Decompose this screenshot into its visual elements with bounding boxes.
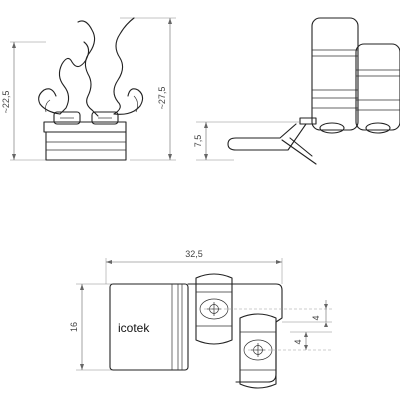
top-dim-offset-upper-label: 4 (311, 315, 321, 320)
front-dim-total-height: ~27,5 (120, 17, 176, 161)
top-roller-lower (239, 313, 277, 389)
top-body (109, 283, 189, 371)
spring-wire-right (113, 17, 135, 115)
front-nut-left (53, 111, 81, 125)
top-dim-width: 32,5 (105, 249, 283, 284)
top-roller-upper (195, 273, 233, 345)
side-nut-right (365, 122, 391, 134)
top-dim-width-label: 32,5 (185, 249, 203, 259)
front-dim-inner-height-label: ~22,5 (1, 91, 11, 114)
front-nut-right (91, 111, 119, 125)
top-dim-height-label: 16 (69, 322, 79, 332)
side-clip-tongue (281, 137, 317, 165)
top-dim-height: 16 (69, 283, 112, 371)
side-dim-base-height: 7,5 (193, 121, 300, 161)
side-clip-base (227, 117, 317, 151)
top-clip-bracket (187, 283, 283, 383)
side-nut-left (319, 122, 345, 134)
side-roller-short (355, 43, 400, 131)
front-dim-total-height-label: ~27,5 (157, 87, 167, 110)
front-view: ~22,5 ~27,5 (1, 17, 176, 161)
icotek-logo: icotek (118, 321, 150, 335)
front-base-body (45, 131, 127, 161)
front-dim-inner-height: ~22,5 (1, 41, 46, 161)
top-dim-offset-lower-label: 4 (293, 339, 303, 344)
spring-wire-left-loop (38, 88, 61, 115)
top-view: 32,5 16 icotek (69, 249, 332, 389)
top-dim-offset-upper: 4 (311, 300, 328, 327)
side-dim-base-height-label: 7,5 (193, 135, 203, 148)
spring-wire-left-inner (58, 41, 90, 115)
spring-wire-left-outer (77, 20, 99, 117)
top-dim-offset-lower: 4 (293, 332, 308, 350)
side-roller-tall (311, 17, 359, 131)
side-view: 7,5 (193, 17, 400, 165)
spring-wire-right-loop (113, 88, 144, 115)
